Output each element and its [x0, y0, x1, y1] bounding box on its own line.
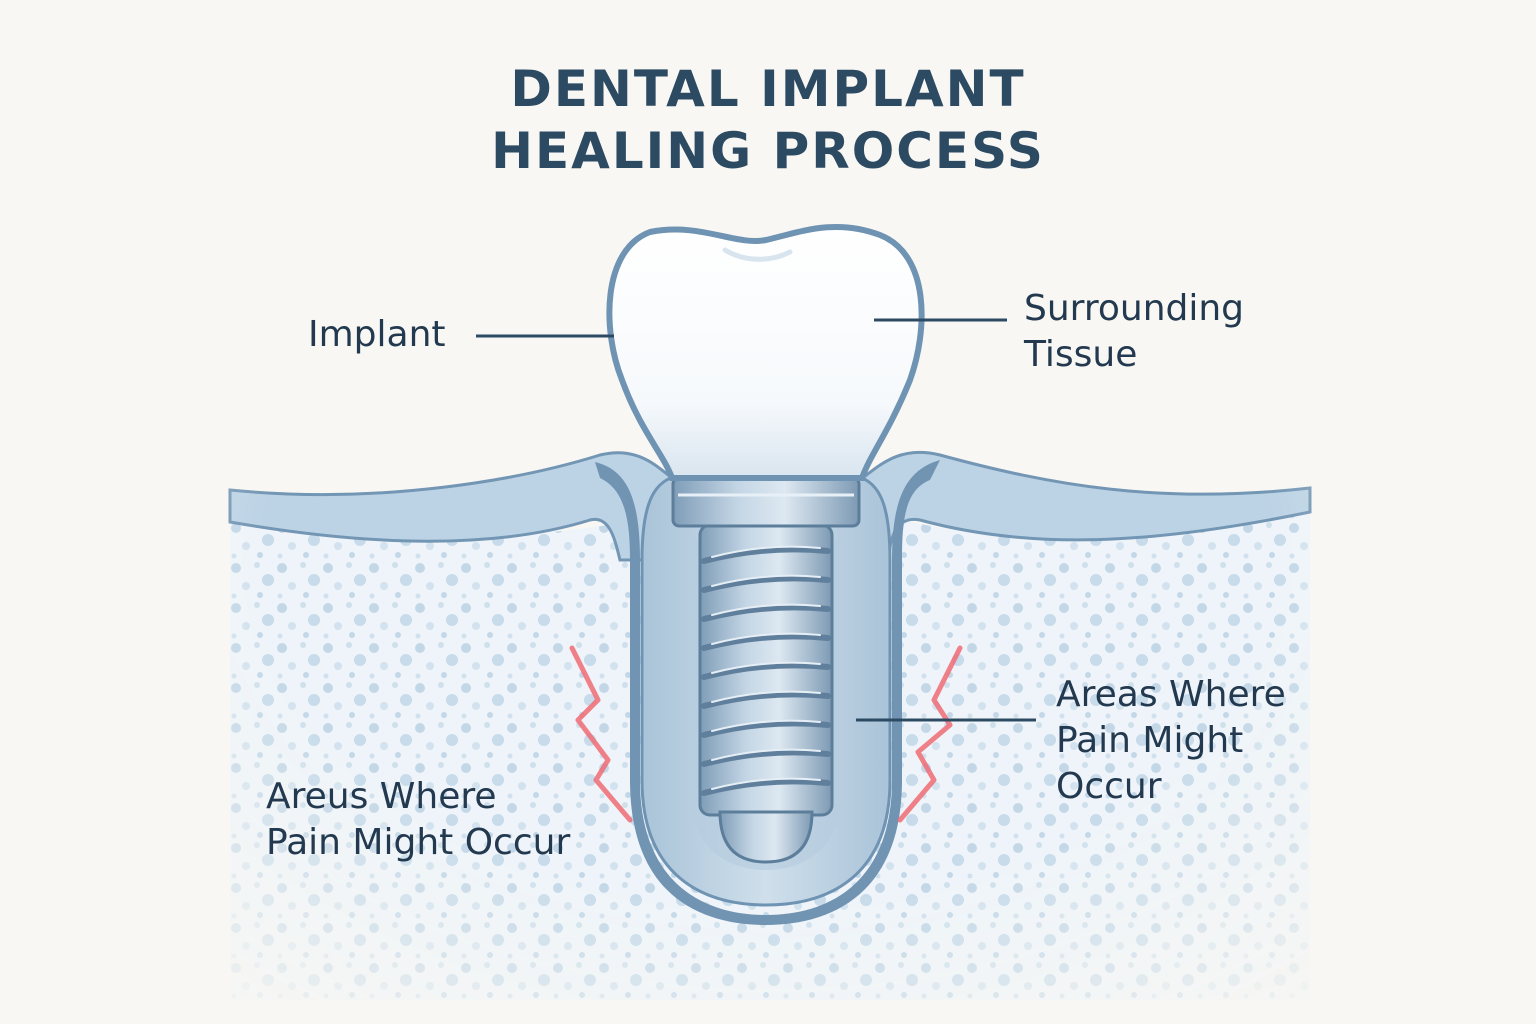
title-line-1: DENTAL IMPLANT	[510, 60, 1026, 118]
diagram-title: DENTAL IMPLANT HEALING PROCESS	[0, 58, 1536, 182]
screw-thread	[701, 604, 831, 622]
pain-right-line-3: Occur	[1056, 766, 1162, 807]
screw-thread	[701, 546, 831, 564]
pain-indicator-left	[569, 645, 633, 823]
pain-area-label-right: Areas Where Pain Might Occur	[1056, 672, 1286, 810]
pain-area-label-left: Areus Where Pain Might Occur	[266, 774, 570, 866]
screw-thread	[701, 633, 831, 651]
implant-label: Implant	[308, 312, 446, 358]
screw-thread-highlight	[711, 777, 821, 790]
pain-right-line-2: Pain Might	[1056, 720, 1244, 761]
screw-thread-highlight	[711, 748, 821, 761]
surrounding-tissue-line-2: Tissue	[1024, 334, 1138, 375]
implant-label-text: Implant	[308, 314, 446, 355]
screw-thread	[701, 778, 831, 796]
implant-abutment	[671, 476, 861, 528]
screw-thread-highlight	[711, 690, 821, 703]
screw-thread	[701, 662, 831, 680]
surrounding-tissue-line-1: Surrounding	[1024, 288, 1245, 329]
screw-thread	[701, 720, 831, 738]
screw-thread-highlight	[711, 719, 821, 732]
screw-thread-highlight	[711, 661, 821, 674]
screw-thread	[701, 691, 831, 709]
screw-thread-highlight	[711, 545, 821, 558]
screw-thread-highlight	[711, 632, 821, 645]
pain-indicator-right	[897, 645, 963, 823]
title-line-2: HEALING PROCESS	[491, 122, 1045, 180]
pain-left-line-1: Areus Where	[266, 776, 497, 817]
pain-left-line-2: Pain Might Occur	[266, 822, 571, 863]
implant-screw	[698, 523, 834, 864]
surrounding-tissue-label: Surrounding Tissue	[1024, 286, 1244, 378]
screw-thread	[701, 749, 831, 767]
tooth-crown	[606, 223, 925, 481]
pain-right-line-1: Areas Where	[1056, 674, 1286, 715]
screw-thread-highlight	[711, 603, 821, 616]
screw-thread	[701, 575, 831, 593]
screw-thread-highlight	[711, 574, 821, 587]
